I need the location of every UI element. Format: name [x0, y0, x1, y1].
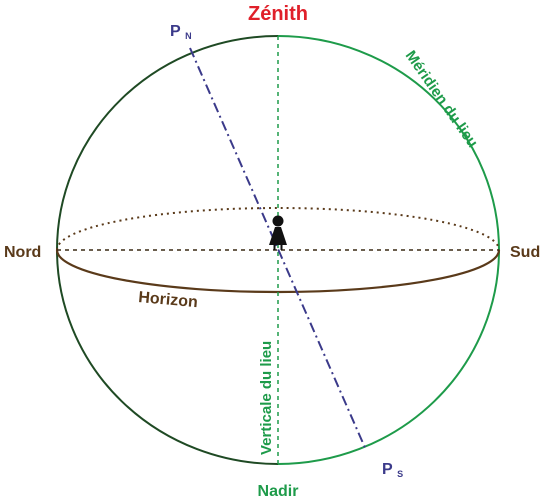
horizon-label: Horizon: [138, 289, 199, 311]
horizon-front-arc: [55, 249, 501, 294]
pole-north-letter: P: [170, 23, 181, 40]
nadir-label: Nadir: [258, 483, 299, 500]
nord-label: Nord: [4, 244, 41, 261]
pole-north-sub: N: [185, 31, 192, 41]
sud-label: Sud: [510, 244, 540, 261]
zenith-label: Zénith: [248, 3, 308, 25]
pole-south-sub: S: [397, 469, 403, 479]
pole-south-label: P S: [382, 461, 403, 479]
vertical-label: Verticale du lieu: [258, 341, 275, 455]
person-icon: [269, 215, 287, 250]
pole-south-letter: P: [382, 461, 393, 478]
meridian-label: Méridien du lieu: [402, 48, 481, 151]
pole-north-label: P N: [170, 23, 192, 41]
pole-axis-line: [189, 47, 367, 451]
